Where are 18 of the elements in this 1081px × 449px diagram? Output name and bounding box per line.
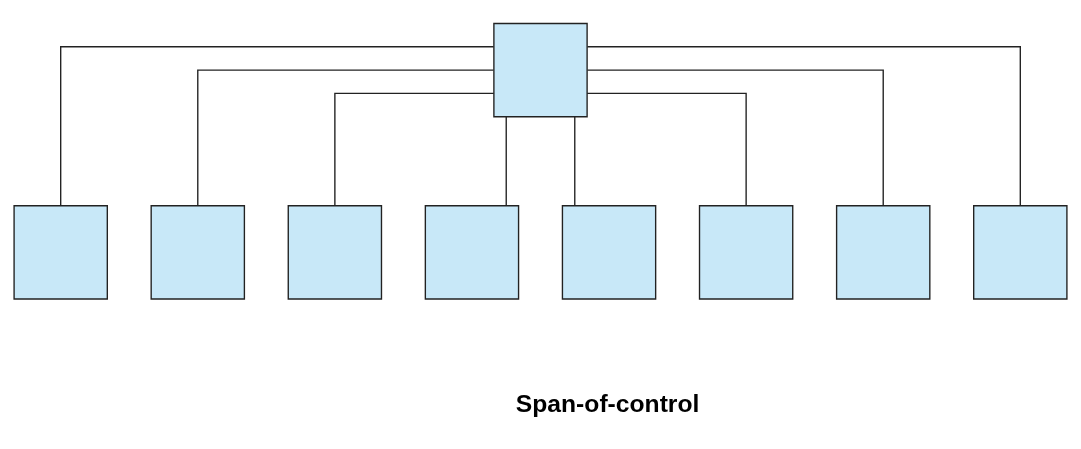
connector bbox=[574, 115, 576, 206]
connector bbox=[586, 92, 747, 206]
connector bbox=[334, 92, 495, 206]
node-box bbox=[835, 204, 931, 300]
connector bbox=[505, 115, 507, 206]
connector bbox=[586, 68, 884, 206]
node-box bbox=[424, 204, 520, 300]
connector bbox=[197, 68, 495, 206]
node-box bbox=[150, 204, 246, 300]
node-box bbox=[287, 204, 383, 300]
node-box bbox=[973, 204, 1068, 300]
node-box bbox=[698, 204, 794, 300]
node-box bbox=[561, 204, 657, 300]
connector bbox=[586, 45, 1021, 206]
connector bbox=[60, 45, 495, 206]
node-box bbox=[493, 22, 588, 117]
node-box bbox=[13, 204, 108, 300]
label: Span-of-control bbox=[515, 389, 700, 417]
